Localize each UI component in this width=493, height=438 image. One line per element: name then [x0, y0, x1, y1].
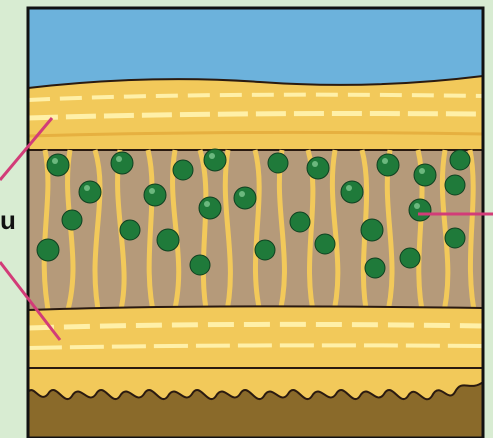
side-label: u	[0, 205, 16, 236]
upper-fiber-band	[28, 76, 483, 150]
lower-fiber-band	[28, 306, 483, 372]
